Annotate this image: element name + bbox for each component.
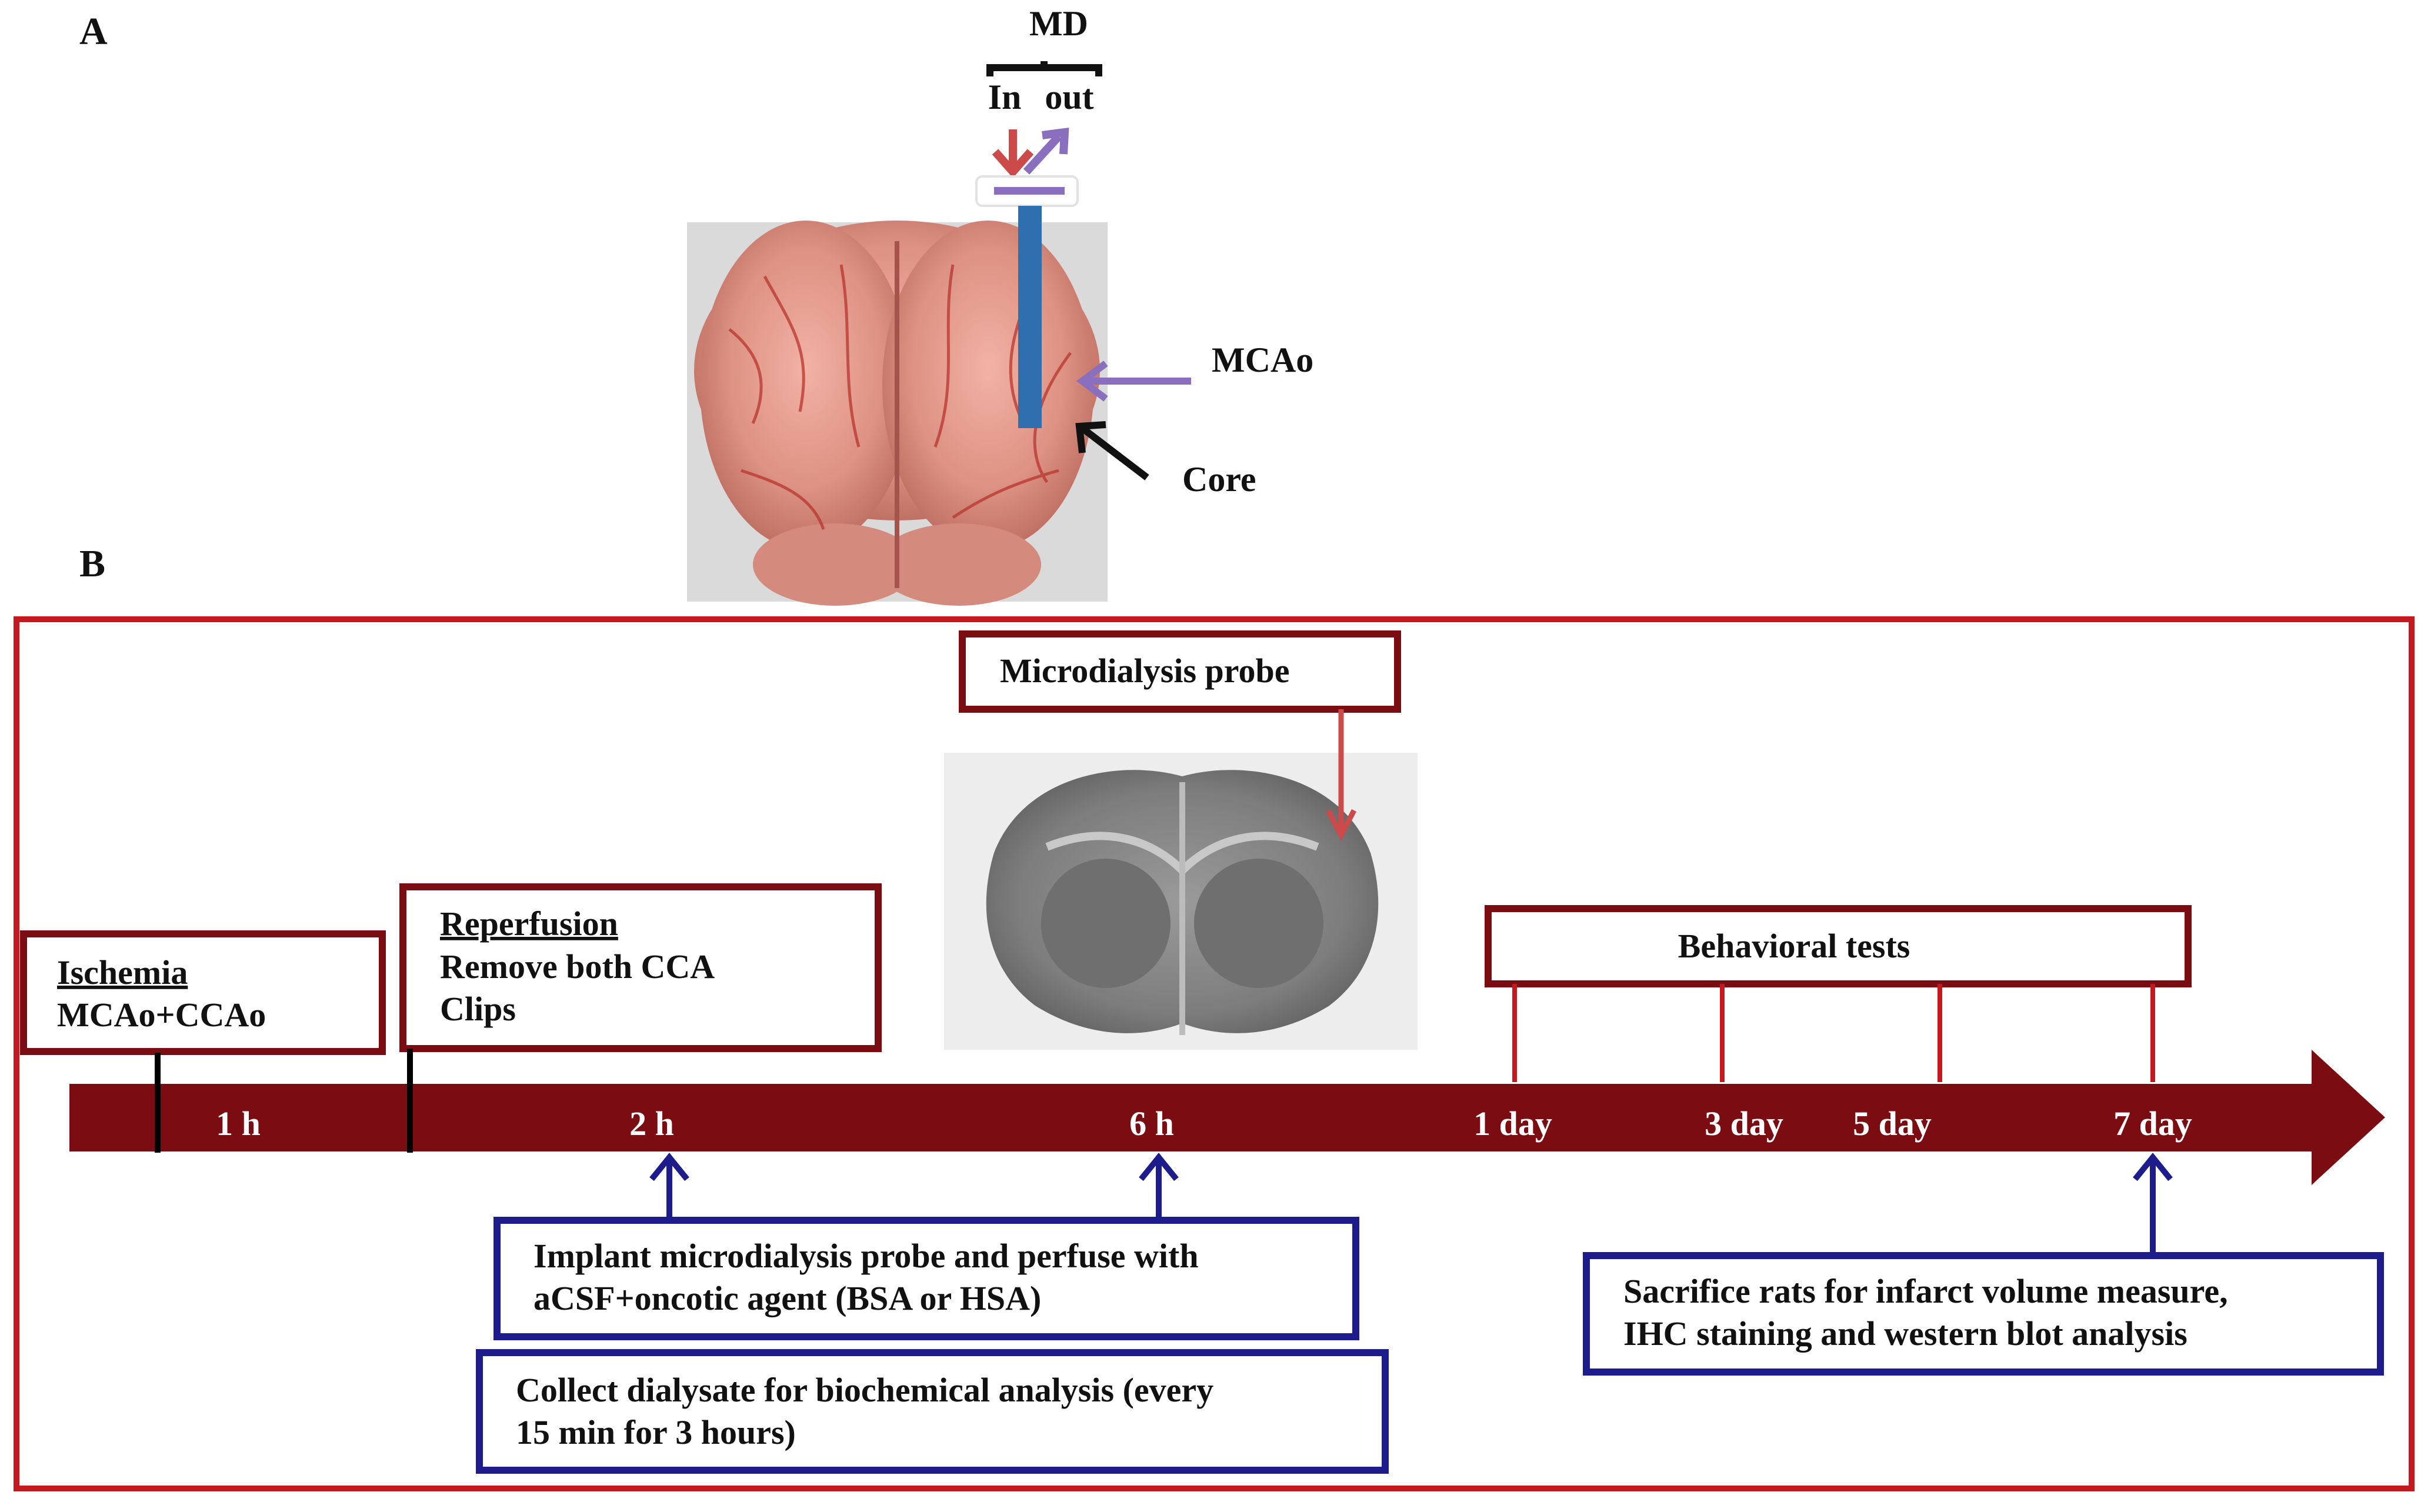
collect-arrow-icon [1139,1153,1179,1220]
sacrifice-box [1583,1252,2384,1376]
panel-a-label: A [79,10,108,53]
microdialysis-probe-text: Microdialysis probe [1000,652,1290,690]
core-label: Core [1182,460,1256,499]
tick-5day: 5 day [1853,1104,1932,1143]
mcao-arrow-icon [1076,361,1191,402]
probe-pointer-arrow-icon [1326,709,1356,841]
sacrifice-arrow-icon [2133,1153,2173,1256]
reperfusion-title: Reperfusion [440,904,618,943]
reperfusion-detail-1: Remove both CCA [440,947,715,986]
tick-2h: 2 h [629,1104,674,1143]
collect-text-2: 15 min for 3 hours) [516,1413,796,1451]
in-label: In [988,78,1022,116]
reperfusion-box [399,883,882,1052]
tick-1h: 1 h [216,1104,261,1143]
in-arrow-icon [992,129,1034,178]
implant-text-1: Implant microdialysis probe and perfuse … [533,1237,1199,1275]
sacrifice-text-1: Sacrifice rats for infarct volume measur… [1623,1272,2228,1310]
tick-7day: 7 day [2113,1104,2192,1143]
out-label: out [1045,78,1093,116]
tick-3day: 3 day [1705,1104,1783,1143]
md-bracket [986,61,1102,76]
ischemia-title: Ischemia [57,953,188,992]
ischemia-box [20,930,386,1055]
tick-1day: 1 day [1473,1104,1552,1143]
implant-box [493,1217,1359,1340]
behavioral-test-connectors [1512,984,2155,1082]
behavioral-tests-text: Behavioral tests [1678,927,1910,965]
behavioral-tests-box [1485,905,2192,987]
core-arrow-icon [1075,421,1149,480]
collect-box [476,1349,1389,1474]
md-label: MD [1029,4,1088,43]
probe-shaft [1018,206,1042,428]
microdialysis-probe-box [959,630,1401,713]
panel-b-frame [14,616,2415,1491]
panel-b-label: B [79,542,105,585]
brain-slice-image [986,770,1379,1035]
timeline-arrow [69,1050,2385,1185]
reperfusion-detail-2: Clips [440,990,516,1028]
tick-6h: 6 h [1129,1104,1174,1143]
implant-text-2: aCSF+oncotic agent (BSA or HSA) [533,1279,1041,1317]
ischemia-detail: MCAo+CCAo [57,996,266,1034]
collect-text-1: Collect dialysate for biochemical analys… [516,1371,1213,1409]
mcao-label: MCAo [1212,341,1313,379]
implant-arrow-icon [649,1153,689,1220]
out-arrow-icon [1023,127,1069,175]
probe-membrane [994,187,1065,195]
sacrifice-text-2: IHC staining and western blot analysis [1623,1314,2187,1353]
